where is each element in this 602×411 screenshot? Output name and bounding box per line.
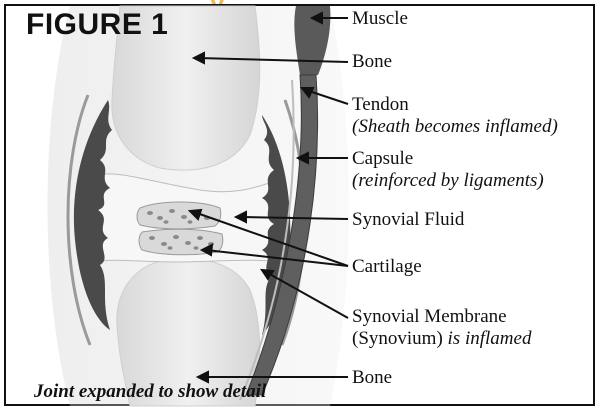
label-synovial-membrane: Synovial Membrane [352,306,531,328]
label-tendon: Tendon [352,94,558,116]
label-capsule-note: (reinforced by ligaments) [352,170,544,192]
label-cartilage: Cartilage [352,256,422,278]
label-muscle: Muscle [352,8,408,30]
label-bone-bottom: Bone [352,367,392,389]
label-bone-top: Bone [352,51,392,73]
label-synovial-membrane-group: Synovial Membrane (Synovium) is inflamed [352,306,531,350]
label-synovial-fluid: Synovial Fluid [352,209,464,231]
label-synovium: (Synovium) [352,328,443,349]
figure-caption: Joint expanded to show detail [34,381,266,403]
cartilage-upper [137,202,221,229]
label-capsule: Capsule [352,148,544,170]
label-synovium-note: is inflamed [448,328,532,349]
label-tendon-note: (Sheath becomes inflamed) [352,116,558,138]
label-capsule-group: Capsule (reinforced by ligaments) [352,148,544,192]
figure-title: FIGURE 1 [26,8,168,42]
label-synovium-line: (Synovium) is inflamed [352,328,531,350]
label-tendon-group: Tendon (Sheath becomes inflamed) [352,94,558,138]
